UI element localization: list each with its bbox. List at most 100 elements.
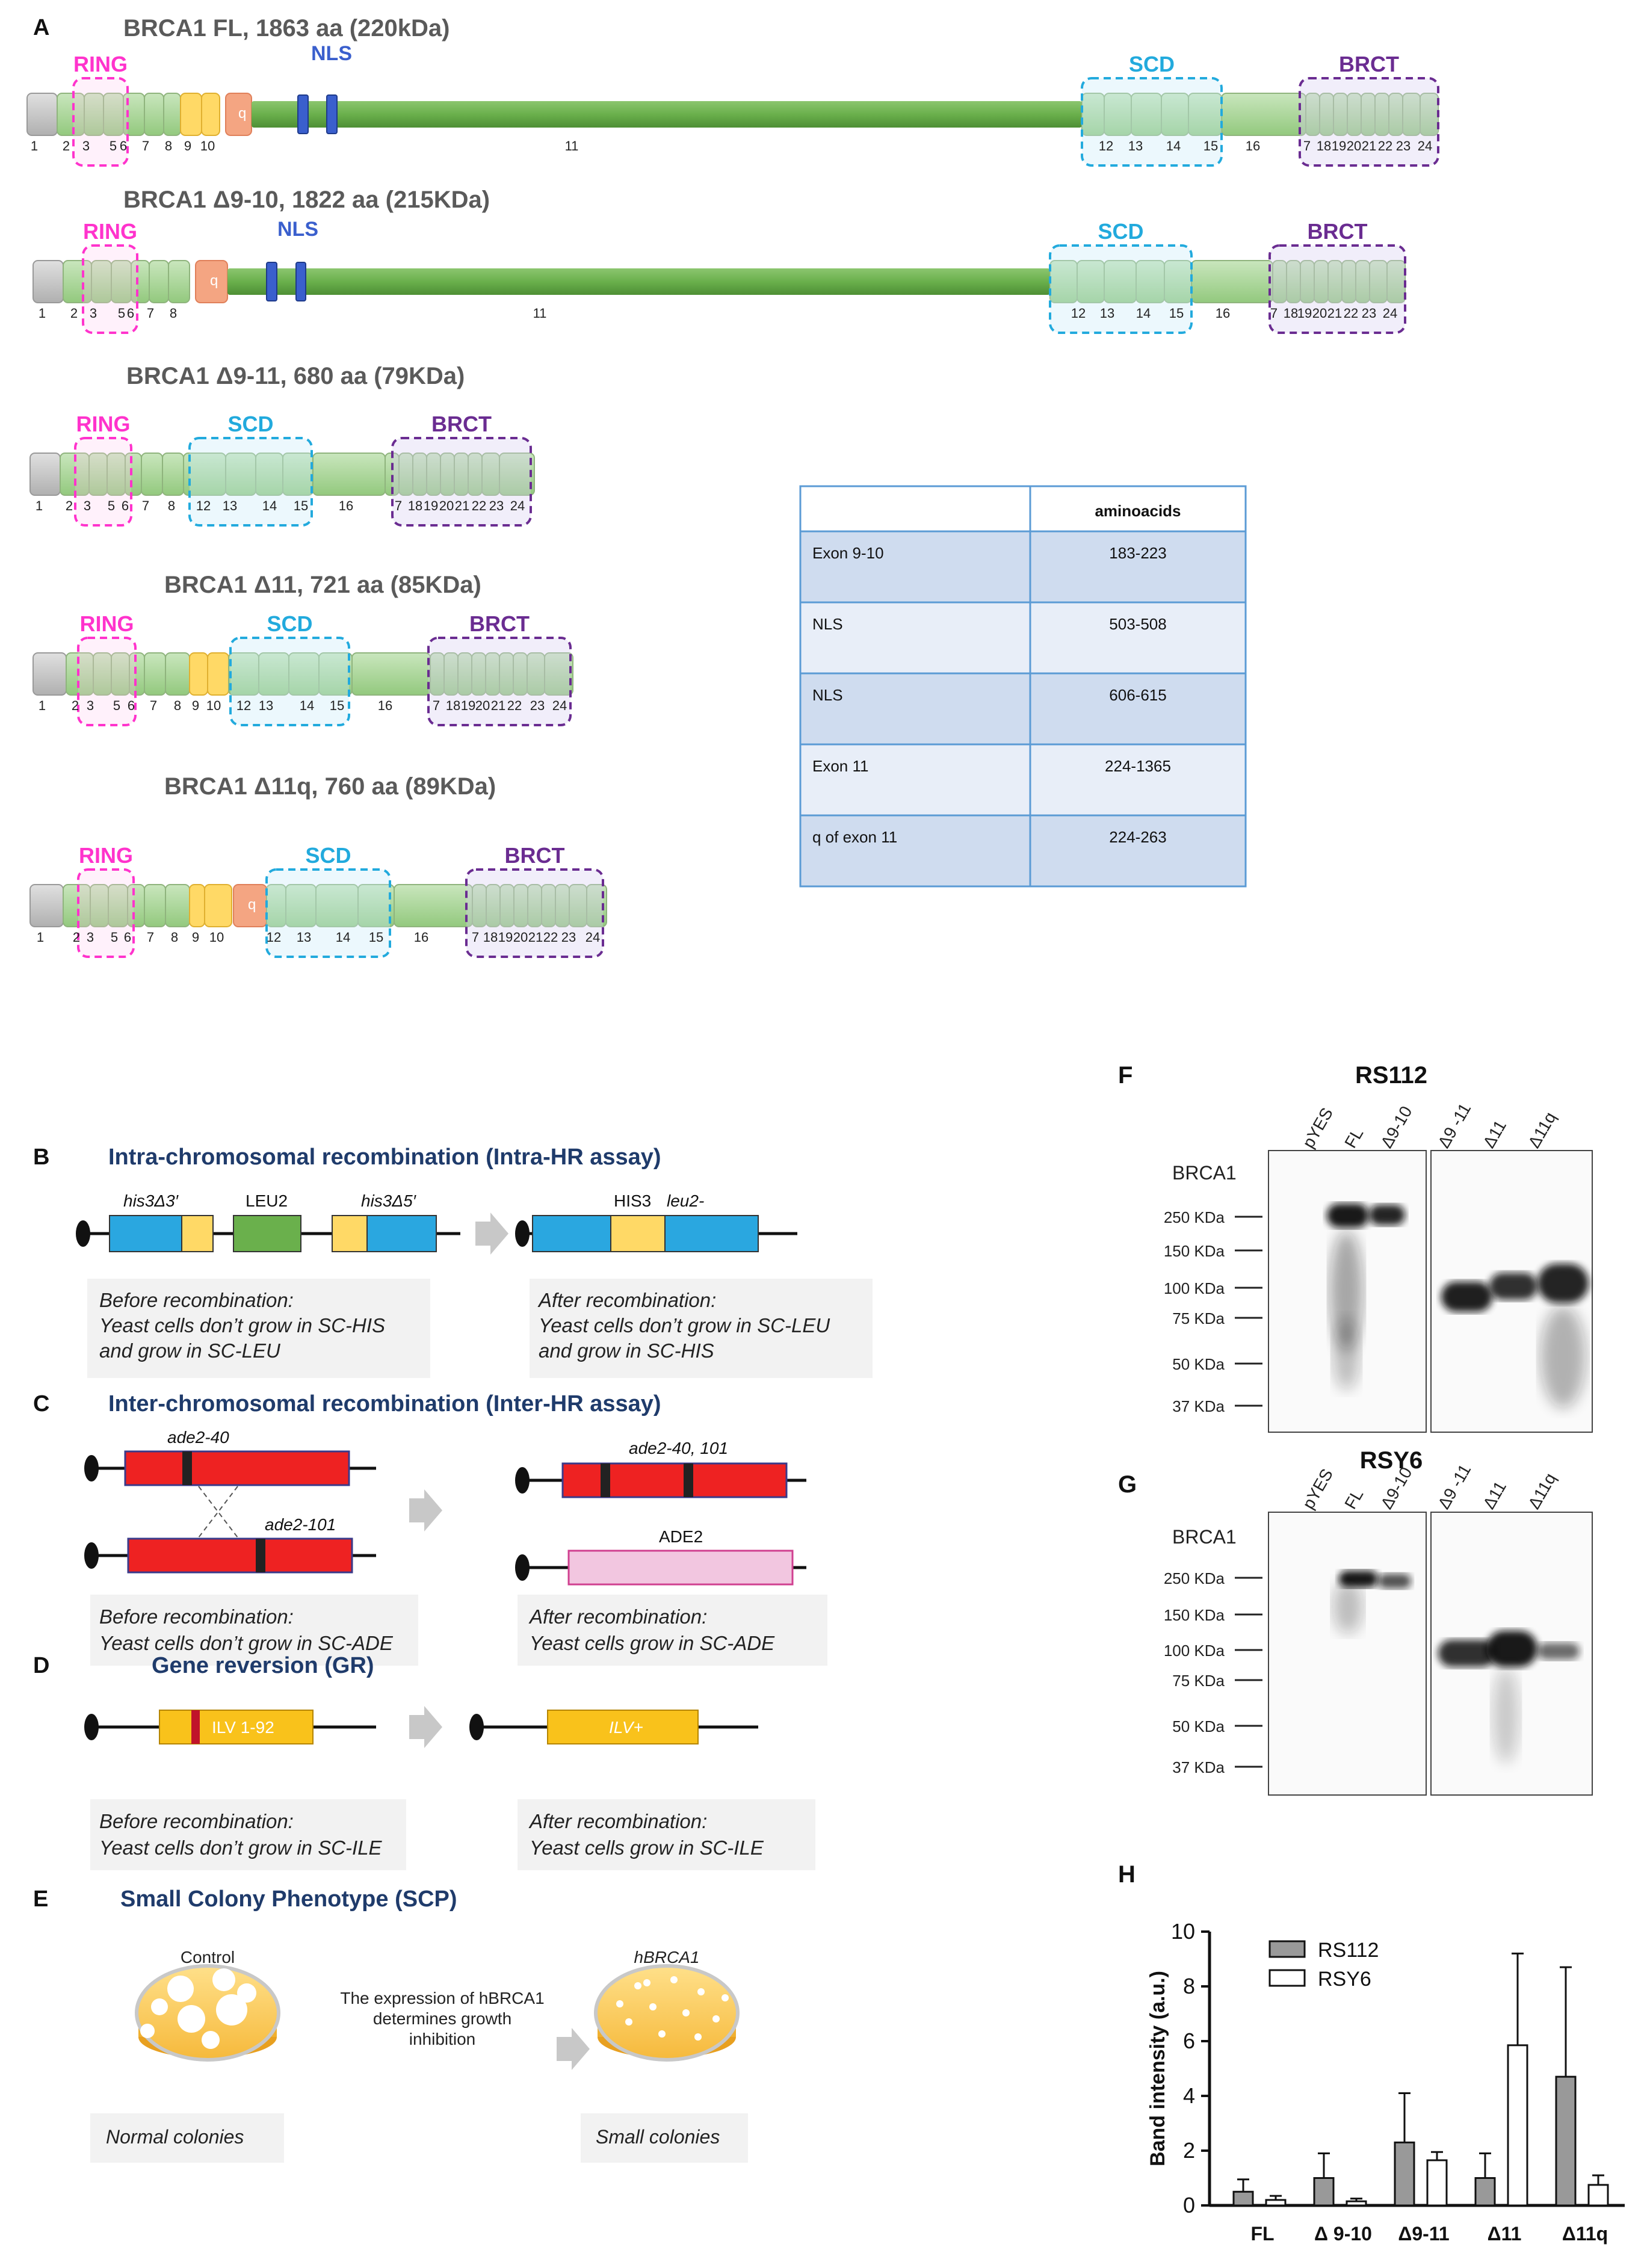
colony [625,2018,632,2025]
exon-block [168,260,190,303]
exon-number: 22 [1378,138,1392,153]
colony [682,2009,690,2016]
blot-band [1537,1264,1589,1303]
exon-number: 6 [124,930,131,945]
marker-label: 150 KDa [1164,1606,1225,1624]
y-tick-label: 0 [1183,2193,1195,2217]
ade2-40-gene [124,1450,350,1486]
legend-swatch [1268,1969,1306,1987]
lane-label: Δ11 [1479,1478,1510,1512]
small-colonies [616,1976,729,2041]
centromere [515,1220,530,1247]
brct-label: BRCT [1339,52,1399,76]
blot-band [1330,1231,1363,1351]
y-tick-label: 10 [1171,1919,1195,1944]
exon-number: 23 [530,698,545,713]
panel-e: E Small Colony Phenotype (SCP) Control h… [33,1886,748,2163]
exon-block [204,884,232,927]
his3-5-block [366,1215,437,1252]
exon-block [165,884,190,927]
exon-number: 16 [1246,138,1260,153]
exon-number: 24 [1418,138,1432,153]
leu2-block [233,1215,301,1252]
exon-number: 6 [128,698,135,713]
exon-number: 2 [73,930,80,945]
after-box [530,1279,873,1378]
bar-rs112 [1474,2177,1496,2207]
nls-marker [295,262,306,301]
colony [216,1994,247,2025]
exon-block [180,93,202,136]
exon-11-bar [227,268,1050,295]
exon-number: 16 [339,498,353,513]
scd-domain-box [265,868,391,958]
marker-label: 100 KDa [1164,1279,1225,1297]
brct-domain-box [1268,244,1406,334]
arrow-right-icon [475,1213,508,1255]
exon-block [1191,260,1273,303]
scd-domain-box [1081,77,1223,167]
brct-domain-box [1299,77,1439,167]
scd-label: SCD [227,412,273,436]
caption-line: Yeast cells don’t grow in SC-LEU [539,1314,830,1336]
exon-number: 18 [1284,306,1298,321]
exon-number: 14 [300,698,314,713]
ade2-101-label: ade2-101 [265,1515,336,1534]
panel-label-a: A [33,15,49,40]
ilv-plus-gene [547,1710,699,1744]
scd-label: SCD [305,843,351,868]
centromere [76,1220,90,1247]
exon-number: 12 [1099,138,1113,153]
exon-number: 7 [147,930,154,945]
exon-number: 19 [461,698,475,713]
exon-number: 3 [87,698,94,713]
exon-number: 19 [498,930,513,945]
colony [643,1979,650,1986]
exon-block [351,652,431,696]
table-cell: NLS [812,686,843,704]
after-box [518,1799,815,1870]
exon-number: 11 [565,138,579,153]
q-label: q [238,105,246,122]
ade2-101-gene [127,1537,353,1574]
brct-label: BRCT [469,611,530,636]
exon-number: 23 [1396,138,1411,153]
bar-rs112 [1313,2177,1335,2207]
exon-number: 20 [439,498,454,513]
exon-block [394,884,473,927]
exon-number: 12 [267,930,281,945]
after-box [518,1595,827,1666]
brct-label: BRCT [431,412,492,436]
caption-line: After recombination: [528,1605,707,1628]
small-colonies-box [581,2113,748,2163]
bar-rsy6 [1426,2159,1448,2207]
exon-number: 3 [84,498,91,513]
marker-label: 250 KDa [1164,1208,1225,1226]
panel-d: D Gene reversion (GR) ILV 1-92 ILV+ Befo… [33,1653,815,1870]
exon-number: 7 [1270,306,1278,321]
exon-number: 24 [510,498,525,513]
exon-number: 13 [1128,138,1143,153]
nls-marker [297,94,309,134]
exon-block [149,260,169,303]
blot-band [1378,1574,1411,1589]
exon-number: 2 [72,698,79,713]
exon-number: 3 [82,138,90,153]
table-row [799,743,1247,817]
his3-block-right [664,1215,759,1252]
leu2-label: LEU2 [246,1191,288,1210]
mutation-mark [684,1463,693,1497]
exon-number: 5 [113,698,120,713]
construct-title: BRCA1 Δ11q, 760 aa (89KDa) [164,773,496,800]
blot-membrane-left [1268,1512,1427,1796]
caption-line: Yeast cells grow in SC-ADE [530,1632,775,1654]
blot-band [1540,1306,1586,1408]
lane-label: Δ11q [1524,1109,1560,1151]
exon-number: 21 [455,498,469,513]
arrow-right-icon [409,1706,442,1748]
